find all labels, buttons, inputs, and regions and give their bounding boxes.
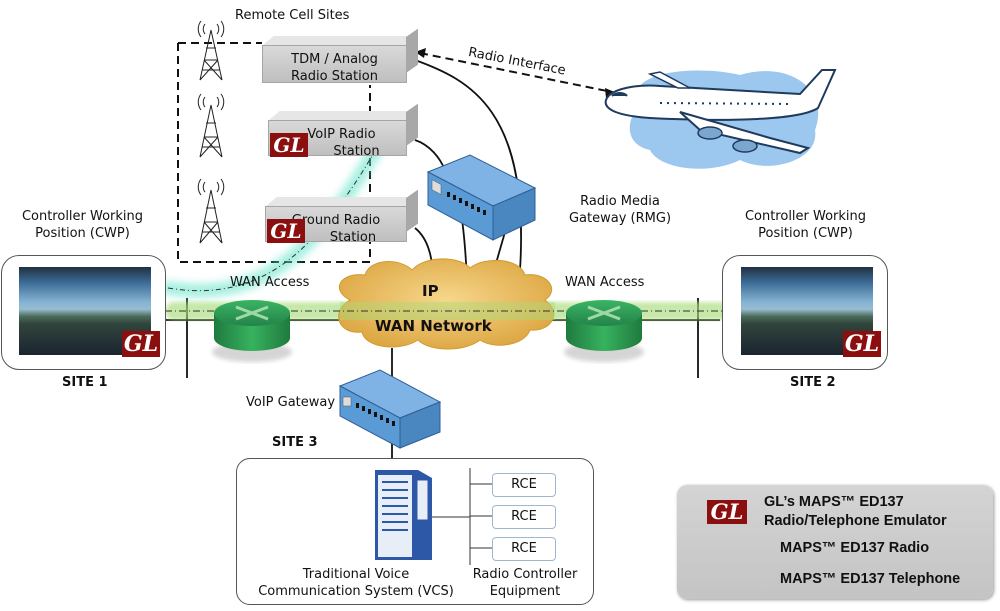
site2-cwp-label: Controller Working Position (CWP) [733, 208, 878, 242]
rce-label-line1: Radio Controller [472, 567, 578, 582]
vcs-label-line1: Traditional Voice [302, 567, 410, 582]
station-label-line2: Station [329, 230, 377, 245]
gl-logo: GL [122, 331, 160, 357]
radio-tower-icon [197, 93, 225, 158]
gl-logo: GL [843, 331, 881, 357]
gl-logo: GL [267, 219, 305, 243]
radio-media-gateway-device [426, 154, 537, 241]
gl-logo: GL [707, 500, 747, 524]
cwp-label-line1: Controller Working [744, 209, 867, 224]
link-voip-rmg [414, 139, 446, 171]
station-label-line1: Ground Radio [291, 213, 381, 228]
remote-cell-sites-label: Remote Cell Sites [235, 8, 350, 23]
legend: GL GL’s MAPS™ ED137 Radio/Telephone Emul… [677, 485, 993, 599]
legend-radio-label: MAPS™ ED137 Radio [780, 540, 930, 556]
radio-tower-icon [197, 178, 225, 244]
site3-box[interactable] [236, 458, 594, 605]
vcs-label: Traditional Voice Communication System (… [246, 566, 466, 600]
wan-access-right-label: WAN Access [565, 275, 645, 290]
cwp-label-line2: Position (CWP) [758, 226, 853, 241]
ip-label: IP [422, 282, 439, 300]
airplane-icon [604, 69, 837, 169]
rce-label: Radio Controller Equipment [455, 566, 595, 600]
radio-tower-icon [197, 20, 225, 81]
cwp-label-line1: Controller Working [21, 209, 144, 224]
site2-cwp-box[interactable]: GL [722, 255, 888, 370]
voip-gateway-device [338, 369, 442, 449]
site1-label: SITE 1 [62, 375, 108, 390]
rce-box[interactable]: RCE [492, 473, 556, 497]
vcs-label-line2: Communication System (VCS) [258, 584, 454, 599]
wan-router-left [212, 300, 292, 362]
site3-label: SITE 3 [272, 435, 318, 450]
legend-title-line2: Radio/Telephone Emulator [764, 513, 947, 529]
station-label-line1: VoIP Radio [307, 127, 376, 142]
wan-network-label: WAN Network [375, 317, 492, 335]
station-label-line2: Radio Station [291, 69, 378, 84]
voip-gateway-label: VoIP Gateway [246, 395, 336, 410]
legend-telephone-label: MAPS™ ED137 Telephone [780, 571, 961, 587]
rce-box[interactable]: RCE [492, 537, 556, 561]
vcs-server-icon [375, 470, 432, 560]
cwp-label-line2: Position (CWP) [35, 226, 130, 241]
site1-cwp-box[interactable]: GL [1, 255, 166, 370]
legend-title-line1: GL’s MAPS™ ED137 [764, 494, 904, 510]
tdm-analog-radio-station[interactable]: TDM / Analog Radio Station [262, 45, 407, 84]
ip-wan-cloud [338, 258, 555, 350]
station-label-line2: Station [333, 144, 380, 159]
rce-box[interactable]: RCE [492, 505, 556, 529]
wan-access-left-label: WAN Access [230, 275, 310, 290]
radio-interface-arrow [419, 52, 613, 93]
rmg-label: Radio Media Gateway (RMG) [560, 193, 680, 227]
rmg-label-line2: Gateway (RMG) [568, 211, 672, 226]
wan-router-right [564, 300, 644, 362]
site2-label: SITE 2 [790, 375, 836, 390]
rmg-label-line1: Radio Media [580, 194, 660, 209]
station-label-line1: TDM / Analog [291, 52, 378, 67]
gl-logo: GL [270, 133, 308, 157]
rce-label-line2: Equipment [489, 584, 561, 599]
site1-cwp-label: Controller Working Position (CWP) [10, 208, 155, 242]
